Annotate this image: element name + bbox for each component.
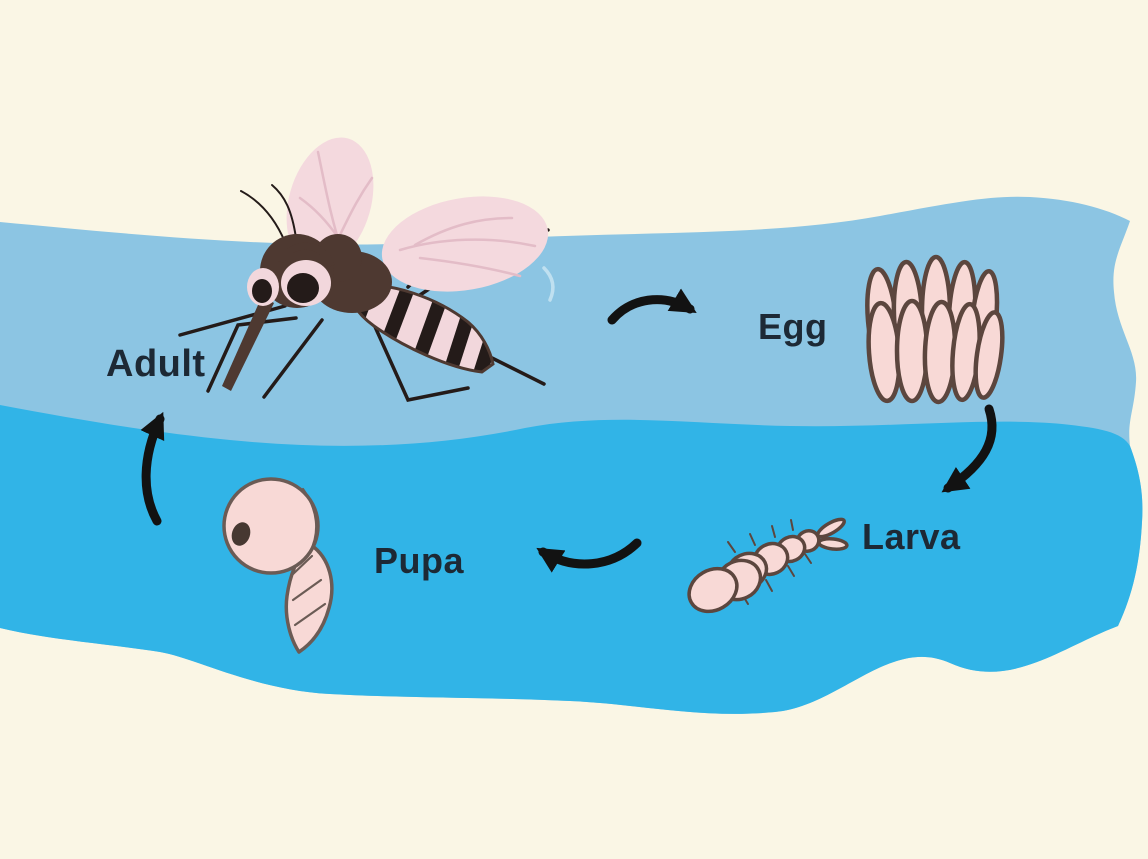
arrow-egg-to-larva <box>941 404 997 493</box>
arrow-larva-to-pupa <box>536 538 642 573</box>
arrow-adult-to-egg <box>607 288 697 325</box>
stage-label-larva: Larva <box>862 516 961 557</box>
stage-label-adult: Adult <box>106 343 206 385</box>
egg-raft-icon <box>865 254 1005 405</box>
stage-label-pupa: Pupa <box>374 540 465 581</box>
larva-icon <box>687 517 849 614</box>
stage-label-egg: Egg <box>758 306 828 347</box>
arrow-pupa-to-adult <box>140 411 165 526</box>
pupa-icon <box>222 477 334 654</box>
